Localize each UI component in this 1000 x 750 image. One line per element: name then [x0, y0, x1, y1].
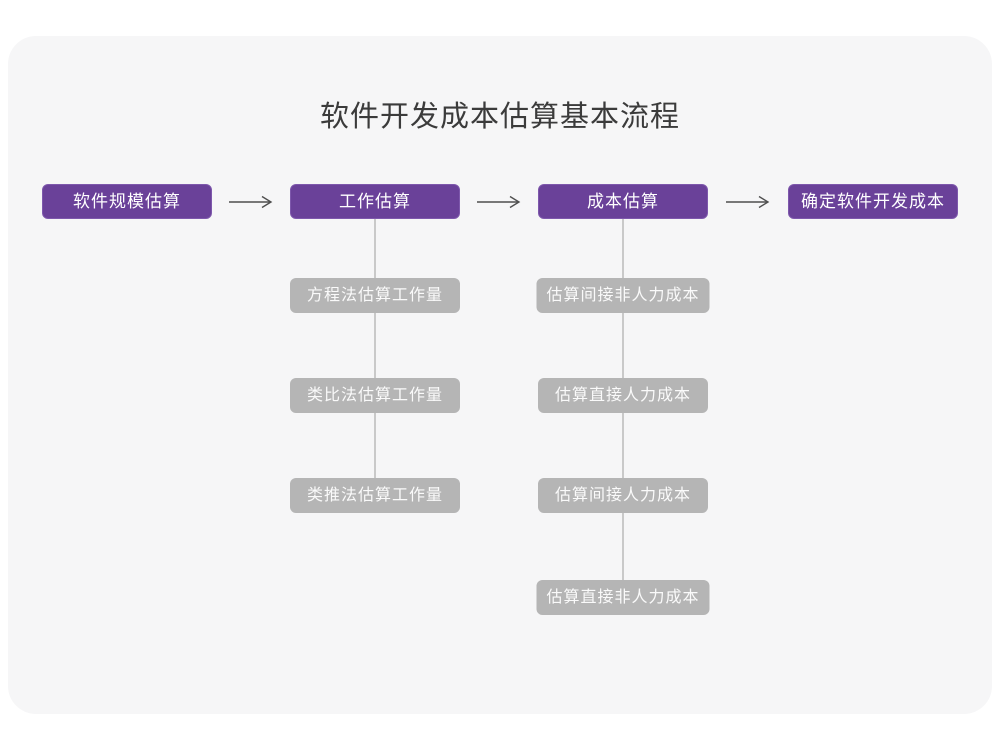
right-arrow-icon [725, 195, 771, 209]
node-determine-software-dev-cost: 确定软件开发成本 [788, 184, 958, 219]
node-direct-labor-cost: 估算直接人力成本 [538, 378, 708, 413]
connector-line-work-estimation [374, 218, 376, 490]
node-extrapolation-method-effort: 类推法估算工作量 [290, 478, 460, 513]
diagram-card [8, 36, 992, 714]
node-direct-non-labor-cost: 估算直接非人力成本 [536, 580, 710, 615]
node-indirect-labor-cost: 估算间接人力成本 [538, 478, 708, 513]
node-work-estimation: 工作估算 [290, 184, 460, 219]
node-analogy-method-effort: 类比法估算工作量 [290, 378, 460, 413]
node-indirect-non-labor-cost: 估算间接非人力成本 [536, 278, 710, 313]
node-cost-estimation: 成本估算 [538, 184, 708, 219]
node-software-scale-estimation: 软件规模估算 [42, 184, 212, 219]
right-arrow-icon [476, 195, 522, 209]
node-equation-method-effort: 方程法估算工作量 [290, 278, 460, 313]
diagram-title: 软件开发成本估算基本流程 [319, 101, 680, 133]
right-arrow-icon [228, 195, 274, 209]
